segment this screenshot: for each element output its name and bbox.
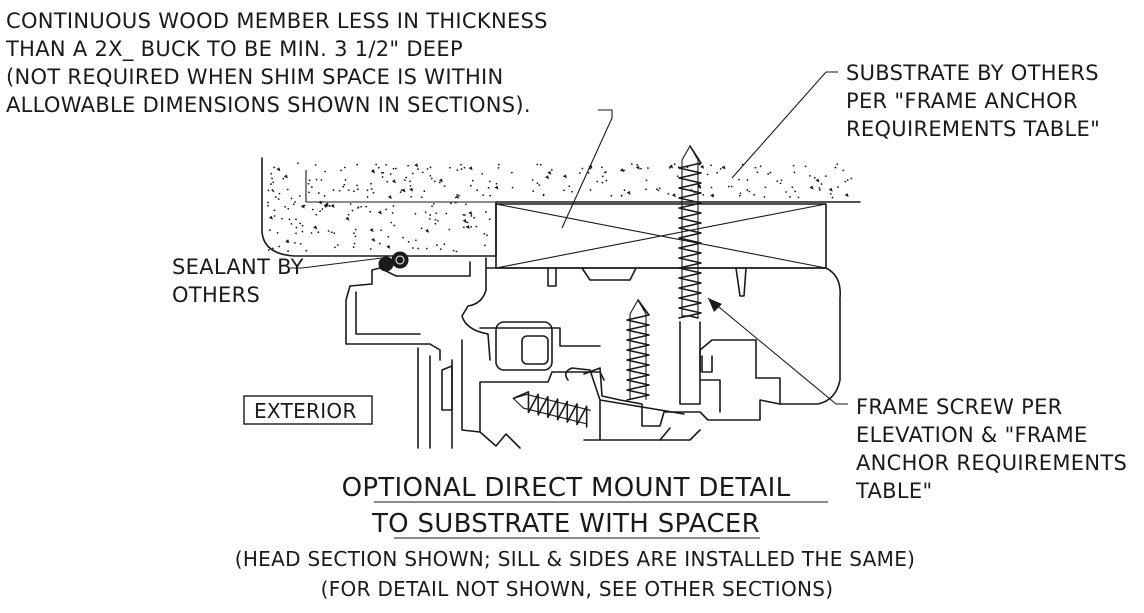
window-frame-profile bbox=[345, 257, 842, 449]
leader-frame-screw bbox=[707, 297, 848, 405]
sealant-bead bbox=[378, 251, 409, 272]
substrate-block bbox=[261, 157, 861, 257]
title-block: OPTIONAL DIRECT MOUNT DETAIL TO SUBSTRAT… bbox=[235, 473, 916, 601]
frame-screw-diagonal bbox=[512, 391, 591, 428]
note-wood-member-line-3: (NOT REQUIRED WHEN SHIM SPACE IS WITHIN bbox=[6, 65, 504, 89]
leader-wood-member bbox=[561, 109, 613, 229]
note-wood-member-line-2: THAN A 2X_ BUCK TO BE MIN. 3 1/2" DEEP bbox=[5, 37, 463, 62]
frame-screw-short bbox=[626, 299, 650, 401]
note-wood-member-line-1: CONTINUOUS WOOD MEMBER LESS IN THICKNESS bbox=[6, 9, 548, 33]
note-wood-member: CONTINUOUS WOOD MEMBER LESS IN THICKNESS… bbox=[5, 9, 548, 117]
leader-sealant bbox=[290, 257, 383, 269]
leader-frame-screw-arrow bbox=[708, 298, 722, 312]
exterior-box bbox=[243, 395, 373, 425]
note-frame-screw-line-4: TABLE" bbox=[855, 479, 932, 503]
note-substrate: SUBSTRATE BY OTHERS PER "FRAME ANCHOR RE… bbox=[846, 61, 1100, 141]
note-frame-screw-line-3: ANCHOR REQUIREMENTS bbox=[856, 451, 1127, 475]
leader-substrate bbox=[731, 71, 838, 179]
subtitle-line-2: (FOR DETAIL NOT SHOWN, SEE OTHER SECTION… bbox=[321, 577, 834, 601]
note-sealant: SEALANT BY OTHERS bbox=[172, 255, 304, 307]
wood-spacer bbox=[495, 203, 827, 269]
note-frame-screw-line-2: ELEVATION & "FRAME bbox=[856, 423, 1088, 447]
note-wood-member-line-4: ALLOWABLE DIMENSIONS SHOWN IN SECTIONS). bbox=[6, 93, 531, 117]
note-sealant-line-1: SEALANT BY bbox=[172, 255, 304, 279]
subtitle-line-1: (HEAD SECTION SHOWN; SILL & SIDES ARE IN… bbox=[235, 547, 916, 571]
note-sealant-line-2: OTHERS bbox=[172, 283, 260, 307]
note-substrate-line-2: PER "FRAME ANCHOR bbox=[846, 89, 1078, 113]
note-substrate-line-3: REQUIREMENTS TABLE" bbox=[846, 117, 1100, 141]
exterior-label: EXTERIOR bbox=[254, 399, 357, 423]
note-frame-screw-line-1: FRAME SCREW PER bbox=[856, 395, 1063, 419]
note-frame-screw: FRAME SCREW PER ELEVATION & "FRAME ANCHO… bbox=[855, 395, 1127, 503]
substrate-stipple bbox=[267, 162, 853, 253]
title-line-1: OPTIONAL DIRECT MOUNT DETAIL bbox=[342, 473, 791, 503]
note-substrate-line-1: SUBSTRATE BY OTHERS bbox=[846, 61, 1099, 85]
title-line-2: TO SUBSTRATE WITH SPACER bbox=[371, 509, 760, 539]
frame-screw-long bbox=[678, 145, 702, 405]
